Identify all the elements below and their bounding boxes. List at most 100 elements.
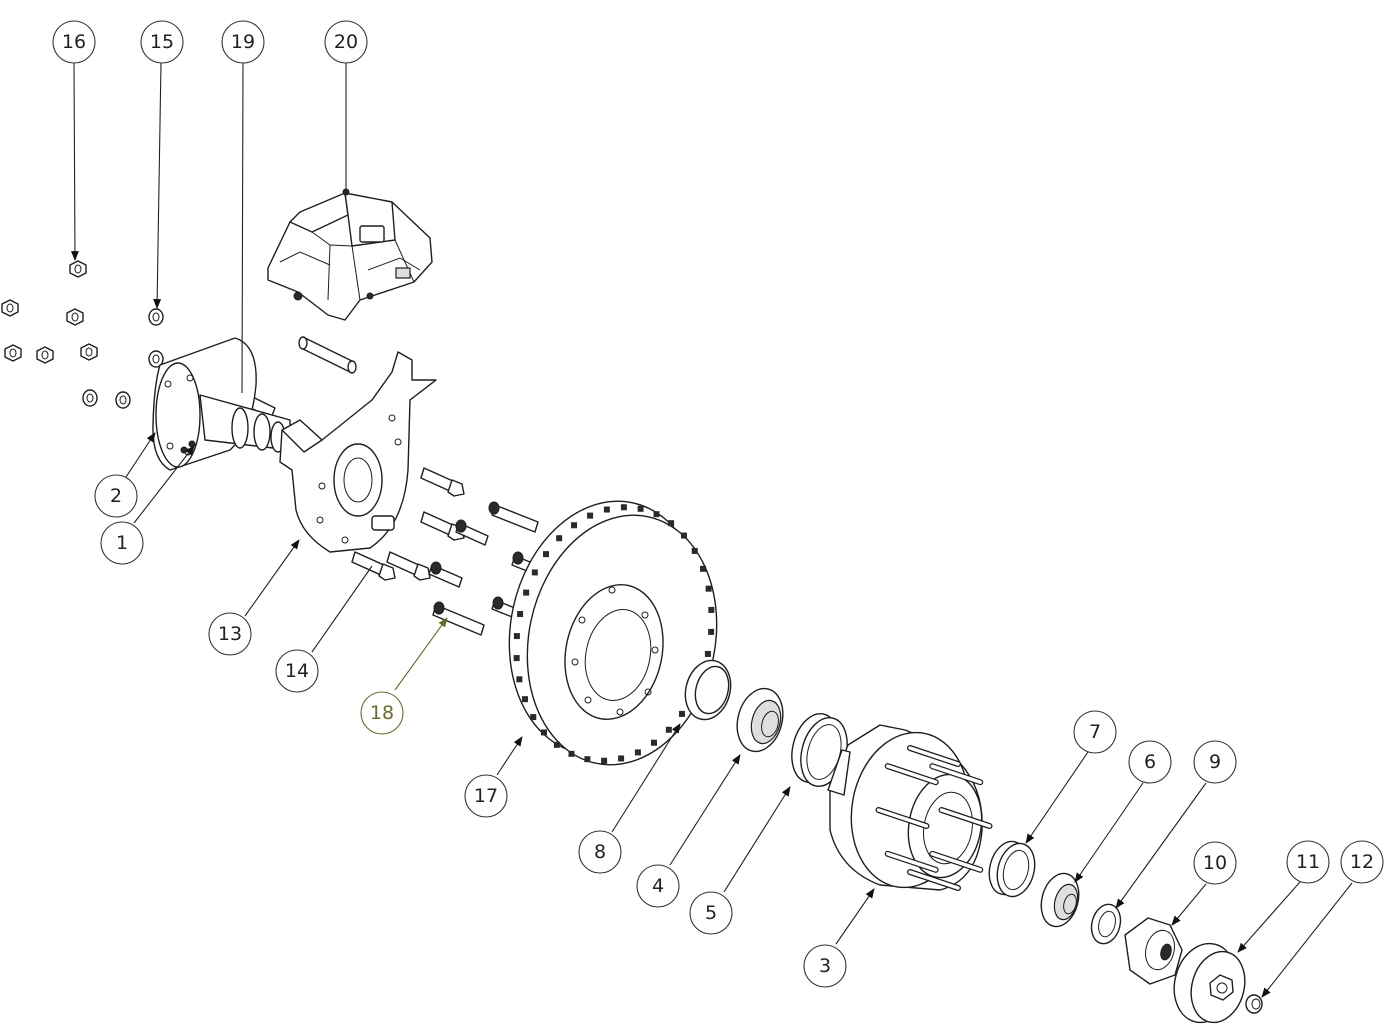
washer-icon [1090,903,1122,945]
balloon-label: 1 [116,532,128,554]
rotor-vane [691,547,698,554]
rotor-bolt-icon [428,501,541,636]
balloon-label: 10 [1203,852,1227,874]
balloon-label: 4 [652,875,664,897]
leader-10 [1171,883,1207,926]
balloon-label: 3 [819,955,831,977]
leader-2 [125,432,156,478]
bracket-bolt-icon [351,467,465,581]
rotor-vane [553,741,560,748]
brake-caliper-icon [267,188,433,321]
brake-rotor-icon [508,500,718,766]
hub-stud-highlight [930,764,983,784]
rotor-vane [680,532,687,539]
rotor-vane [556,535,563,542]
balloon-12[interactable]: 12 [1340,840,1384,884]
leader-19 [241,61,244,394]
caliper-bracket-icon [279,351,437,553]
hex-nut-icon [1,260,98,364]
balloon-label: 16 [62,31,86,53]
rotor-vane [679,710,686,717]
balloon-1[interactable]: 1 [100,521,144,565]
balloon-label: 13 [218,623,242,645]
balloon-10[interactable]: 10 [1193,841,1237,885]
rotor-vane [530,714,537,721]
rotor-vane [584,756,591,763]
hub-stud-highlight [930,852,983,872]
hub-stud-highlight [908,746,960,766]
leader-3 [835,888,875,945]
rotor-vane [568,750,575,757]
rotor-vane [513,655,520,662]
rotor-vane [668,520,675,527]
grease-seal-icon [684,659,732,721]
balloon-label: 9 [1209,751,1221,773]
lock-washer-icon [82,308,164,409]
hub-stud-highlight [908,870,960,890]
rotor-vane [700,565,707,572]
leader-12 [1261,882,1353,998]
rotor-vane [513,633,520,640]
rotor-vane [708,606,715,613]
balloon-17[interactable]: 17 [464,774,508,818]
rotor-vane [620,504,627,511]
balloon-6[interactable]: 6 [1128,740,1172,784]
balloon-20[interactable]: 20 [324,20,368,64]
balloon-label: 12 [1350,851,1374,873]
rotor-vane [603,506,610,513]
balloon-label: 17 [474,785,498,807]
leader-17 [496,736,523,776]
balloons: 16 15 19 20 2 1 13 14 18 17 8 4 5 3 7 6 … [52,20,1384,988]
rotor-vane [542,551,549,558]
cap-plug-icon [1245,994,1263,1014]
rotor-vane [571,522,578,529]
leader-1 [133,445,195,524]
balloon-label: 5 [705,902,717,924]
rotor-vane [634,749,641,756]
balloon-label: 7 [1089,721,1101,743]
leader-4 [669,754,741,866]
leader-9 [1115,782,1207,909]
rotor-vane [531,569,538,576]
leader-15 [153,61,162,309]
balloon-5[interactable]: 5 [689,891,733,935]
balloon-14[interactable]: 14 [275,649,319,693]
leader-14 [311,565,373,653]
rotor-vane [521,696,528,703]
balloon-11[interactable]: 11 [1286,840,1330,884]
balloon-label: 6 [1144,751,1156,773]
balloon-13[interactable]: 13 [208,612,252,656]
rotor-vane [523,589,530,596]
leader-13 [244,539,300,617]
balloon-15[interactable]: 15 [140,20,184,64]
balloon-label: 19 [231,31,255,53]
balloon-8[interactable]: 8 [578,830,622,874]
balloon-label: 20 [334,31,358,53]
hub-stud-highlight [885,764,938,784]
balloon-3[interactable]: 3 [803,944,847,988]
balloon-16[interactable]: 16 [52,20,96,64]
leader-11 [1237,881,1301,953]
balloon-2[interactable]: 2 [94,474,138,518]
outer-bearing-cup-icon [988,840,1036,898]
balloon-4[interactable]: 4 [636,864,680,908]
rotor-vane [637,505,644,512]
wheel-hub-icon [827,724,993,891]
balloon-9[interactable]: 9 [1193,740,1237,784]
hub-stud-highlight [876,808,929,828]
leader-16 [70,61,79,261]
inner-bearing-cup-icon [791,713,848,787]
rotor-vane [517,611,524,618]
rotor-vane [618,755,625,762]
balloon-19[interactable]: 19 [221,20,265,64]
balloon-label: 8 [594,841,606,863]
hub-stud-highlight [939,808,992,828]
balloon-label: 14 [285,660,309,682]
leader-lines [70,61,1353,998]
rotor-vane [708,628,715,635]
balloon-18[interactable]: 18 [360,691,404,735]
balloon-7[interactable]: 7 [1073,710,1117,754]
balloon-label: 2 [110,485,122,507]
rotor-vane [705,585,712,592]
